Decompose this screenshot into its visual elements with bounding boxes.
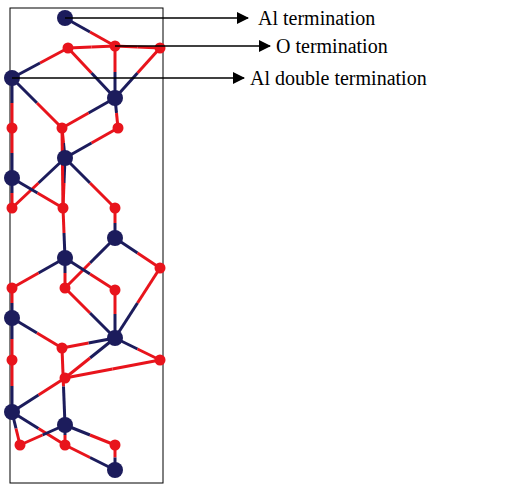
al-atom — [4, 404, 20, 420]
al-atom — [57, 417, 73, 433]
o-atom — [155, 43, 166, 54]
al-atom — [4, 310, 20, 326]
al-atom — [107, 90, 123, 106]
o-atom — [63, 43, 74, 54]
o-atom — [110, 203, 121, 214]
bond — [138, 268, 161, 303]
o-atom — [155, 263, 166, 274]
leader-arrow — [115, 45, 270, 47]
termination-label: Al double termination — [250, 67, 427, 89]
unit-cell — [10, 8, 163, 483]
o-atom — [15, 440, 26, 451]
al-atom — [107, 230, 123, 246]
bond — [113, 360, 161, 369]
o-atom — [7, 123, 18, 134]
leader-arrow — [65, 17, 248, 19]
o-atom — [57, 123, 68, 134]
o-atom — [60, 440, 71, 451]
al-atom — [4, 170, 20, 186]
o-atom — [7, 283, 18, 294]
o-atom — [7, 355, 18, 366]
o-atom — [155, 355, 166, 366]
o-atom — [57, 343, 68, 354]
bonds — [12, 18, 160, 470]
o-atom — [60, 283, 71, 294]
o-atom — [60, 373, 71, 384]
bond — [65, 369, 113, 378]
al-atom — [57, 250, 73, 266]
atoms — [4, 10, 166, 478]
o-atom — [110, 440, 121, 451]
o-atom — [110, 285, 121, 296]
al-atom — [107, 330, 123, 346]
bond — [61, 168, 65, 208]
termination-label: Al termination — [258, 7, 375, 29]
al-atom — [57, 150, 73, 166]
o-atom — [7, 203, 18, 214]
o-atom — [58, 203, 69, 214]
al-atom — [107, 462, 123, 478]
o-atom — [113, 123, 124, 134]
leader-arrow — [12, 77, 244, 79]
termination-label: O termination — [276, 35, 388, 57]
